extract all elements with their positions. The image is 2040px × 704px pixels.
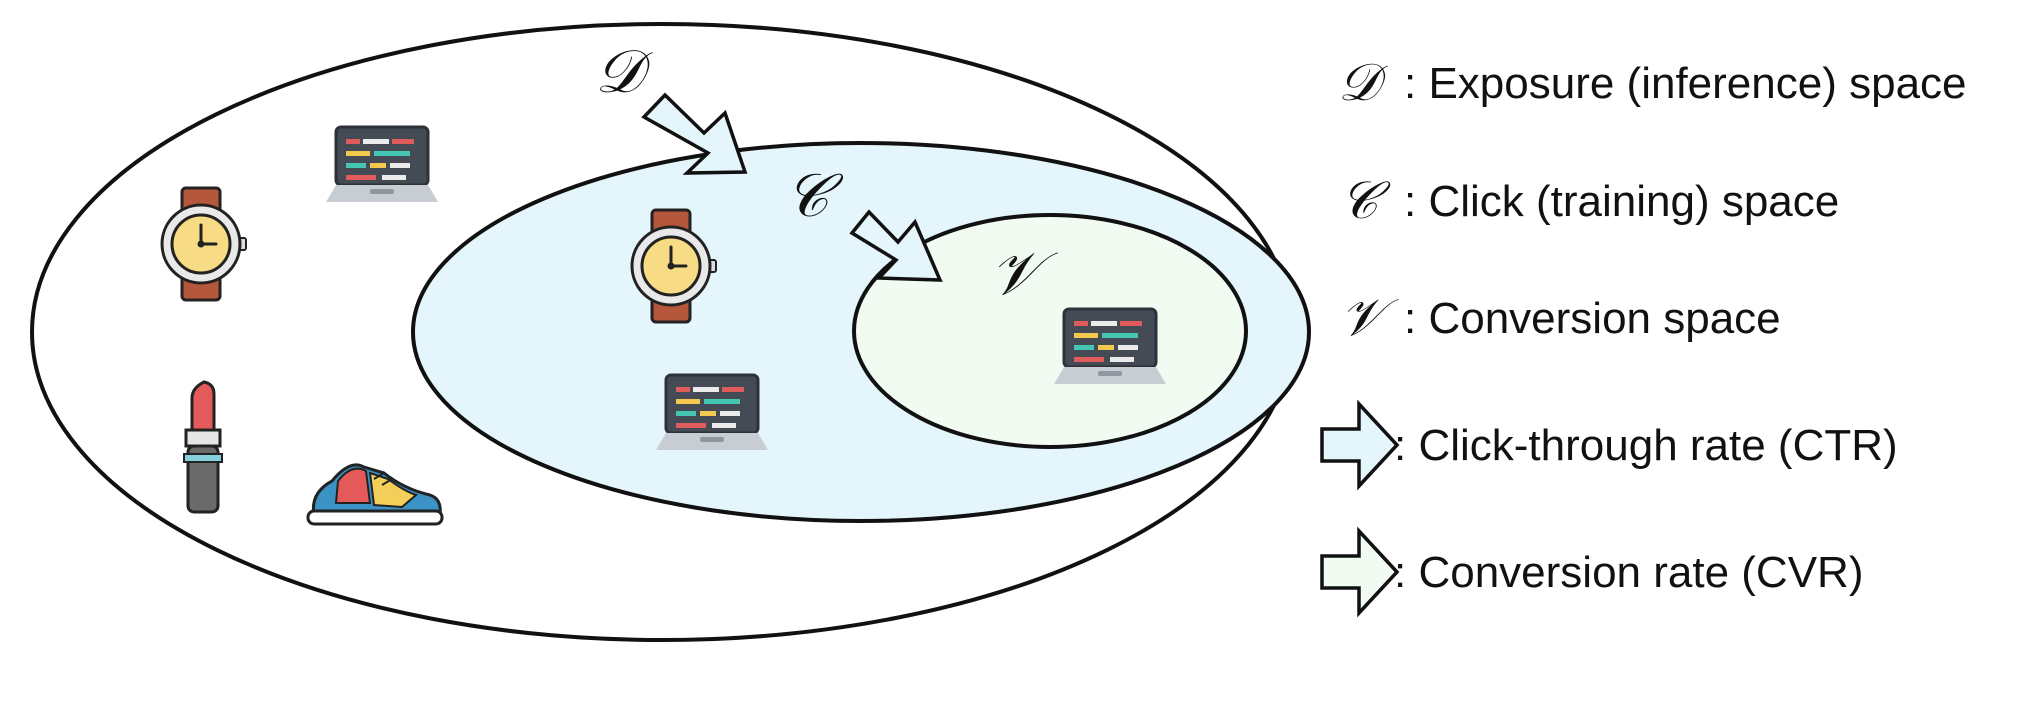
laptop-icon	[654, 373, 770, 452]
legend-label-conversion: : Conversion space	[1404, 294, 1781, 343]
legend-label-exposure: : Exposure (inference) space	[1404, 59, 1967, 108]
legend-symbol-exposure: 𝒟	[1338, 53, 1388, 113]
conversion-space-ellipse	[852, 213, 1248, 449]
laptop-icon	[1052, 307, 1168, 386]
legend-label-click: : Click (training) space	[1404, 177, 1839, 226]
legend: 𝒟 : Exposure (inference) space 𝒞 : Click…	[1320, 53, 1967, 618]
legend-label-ctr: : Click-through rate (CTR)	[1394, 421, 1898, 470]
cvr-arrow	[849, 209, 943, 282]
legend-symbol-conversion: 𝒱	[1340, 288, 1399, 348]
cvr-legend-arrow-icon	[1320, 526, 1400, 618]
legend-symbol-click: 𝒞	[1340, 171, 1391, 231]
legend-label-cvr: : Conversion rate (CVR)	[1394, 548, 1863, 597]
ctr-arrow	[641, 92, 748, 175]
ctr-legend-arrow-icon	[1320, 399, 1400, 491]
laptop-icon	[324, 125, 440, 204]
